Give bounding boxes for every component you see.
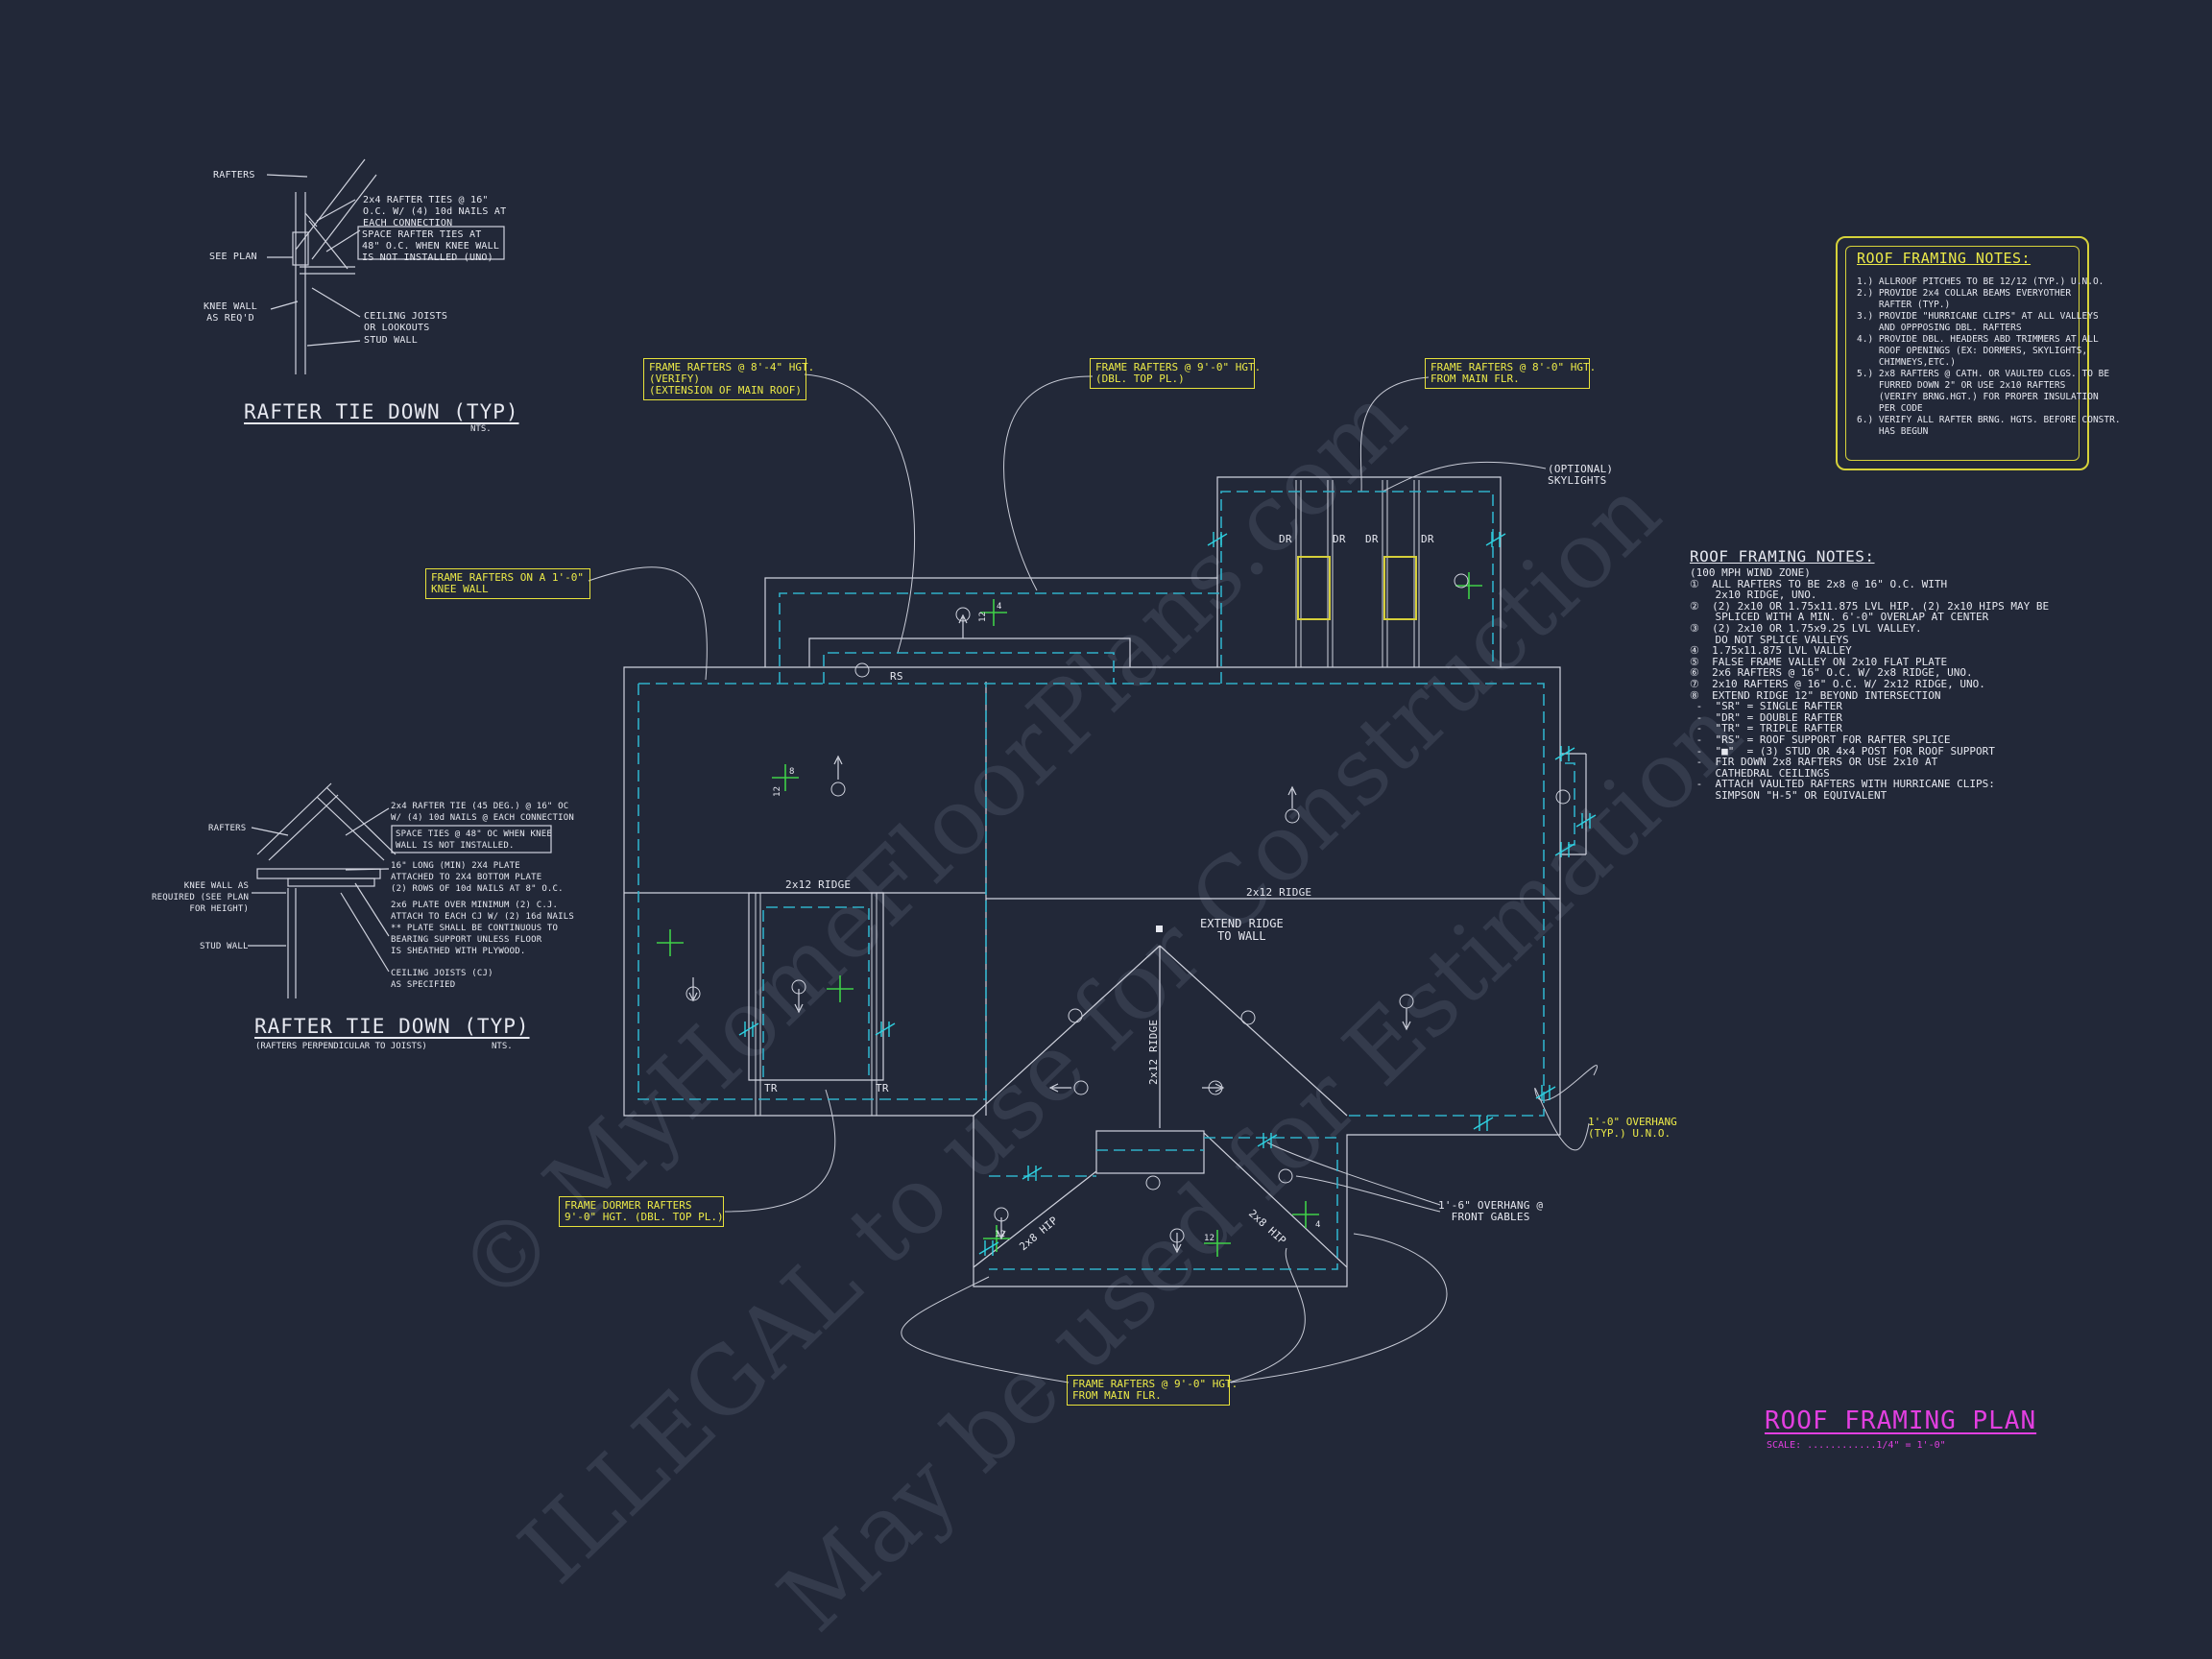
callout-main-floor-9ft: FRAME RAFTERS @ 9'-0" HGT. FROM MAIN FLR… [1067, 1375, 1238, 1406]
pitch-label: 4 [997, 602, 1002, 612]
detail-bottom-ceiling-label: CEILING JOISTS (CJ) AS SPECIFIED [391, 969, 493, 990]
detail-bottom-subtitle: (RAFTERS PERPENDICULAR TO JOISTS) [255, 1042, 427, 1051]
detail-bottom-title: RAFTER TIE DOWN (TYP) [254, 1015, 530, 1038]
detail-bottom-over-label: 2x6 PLATE OVER MINIMUM (2) C.J. ATTACH T… [391, 901, 575, 956]
front-gables-label: 1'-6" OVERHANG @ FRONT GABLES [1438, 1199, 1544, 1223]
plan-scale: SCALE: ............1/4" = 1'-0" [1767, 1440, 1946, 1451]
roof-support-label: RS [890, 670, 903, 683]
detail-top-title: RAFTER TIE DOWN (TYP) [244, 400, 519, 423]
roof-framing-notes-list-title: ROOF FRAMING NOTES: [1690, 547, 1875, 565]
ridge-label-main: 2x12 RIDGE [1246, 886, 1312, 899]
pitch-label: 4 [1315, 1220, 1321, 1230]
pitch-label: 8 [789, 767, 795, 777]
detail-bottom-tie-label: 2x4 RAFTER TIE (45 DEG.) @ 16" OC W/ (4)… [391, 802, 575, 823]
overhang-label: 1'-0" OVERHANG (TYP.) U.N.O. [1588, 1116, 1677, 1140]
detail-top-see-plan-label: SEE PLAN [209, 252, 257, 262]
support-post [1156, 926, 1163, 932]
roof-framing-notes-title: ROOF FRAMING NOTES: [1857, 250, 2032, 267]
rafter-lines [755, 480, 1420, 1116]
roof-framing-notes-list: ROOF FRAMING NOTES: (100 MPH WIND ZONE) … [1690, 547, 2049, 801]
callout-dormer-rafters: FRAME DORMER RAFTERS 9'-0" HGT. (DBL. TO… [559, 1196, 724, 1227]
reference-circles [685, 573, 1571, 1243]
detail-top-knee-wall-label: KNEE WALL AS REQ'D [204, 301, 257, 324]
detail-top-stud-label: STUD WALL [364, 335, 418, 346]
detail-bottom-nts: NTS. [492, 1042, 513, 1051]
ridge-label-vertical: 2x12 RIDGE [1147, 1019, 1160, 1085]
double-rafter-label: DR [1279, 533, 1292, 545]
double-rafter-label: DR [1333, 533, 1346, 545]
plan-outline [623, 476, 1587, 1287]
detail-bottom-stud-label: STUD WALL [200, 942, 249, 951]
extend-ridge-label: EXTEND RIDGE TO WALL [1200, 917, 1284, 943]
skylights-label: (OPTIONAL) SKYLIGHTS [1548, 463, 1614, 487]
double-rafter-label: DR [1365, 533, 1379, 545]
detail-top-nts: NTS. [470, 424, 492, 434]
callout-dbl-top-plate: FRAME RAFTERS @ 9'-0" HGT. (DBL. TOP PL.… [1090, 358, 1261, 389]
detail-bottom-rafters-label: RAFTERS [208, 824, 247, 833]
skylights [1297, 556, 1417, 620]
roof-framing-notes-body: 1.) ALLROOF PITCHES TO BE 12/12 (TYP.) U… [1857, 276, 2121, 437]
plan-title: ROOF FRAMING PLAN [1765, 1407, 2037, 1435]
ridge-label-left: 2x12 RIDGE [785, 878, 852, 891]
clip-markers [738, 532, 1597, 1256]
notes-box-inner-border [1845, 246, 2080, 461]
detail-top-space-label: SPACE RAFTER TIES AT 48" O.C. WHEN KNEE … [362, 229, 500, 263]
roof-framing-notes-list-body: (100 MPH WIND ZONE) ① ALL RAFTERS TO BE … [1690, 566, 2050, 802]
detail-bottom-plate-label: 16" LONG (MIN) 2X4 PLATE ATTACHED TO 2X4… [391, 861, 564, 894]
leader-lines [588, 373, 1598, 1383]
pitch-label: 12 [1204, 1234, 1215, 1243]
detail-top-ties-label: 2x4 RAFTER TIES @ 16" O.C. W/ (4) 10d NA… [363, 195, 507, 228]
triple-rafter-label: TR [764, 1082, 778, 1094]
pitch-label: 12 [773, 785, 782, 797]
double-rafter-label: DR [1421, 533, 1434, 545]
detail-bottom-knee-wall-label: KNEE WALL AS REQUIRED (SEE PLAN FOR HEIG… [152, 881, 250, 914]
detail-top-rafters-label: RAFTERS [213, 170, 255, 180]
roof-framing-notes-box: ROOF FRAMING NOTES: 1.) ALLROOF PITCHES … [1836, 236, 2121, 470]
callout-main-floor-8ft: FRAME RAFTERS @ 8'-0" HGT. FROM MAIN FLR… [1425, 358, 1596, 389]
detail-top-ceiling-label: CEILING JOISTS OR LOOKOUTS [364, 311, 448, 333]
callout-extension-main-roof: FRAME RAFTERS @ 8'-4" HGT. (VERIFY) (EXT… [643, 358, 814, 400]
pitch-label: 12 [995, 1230, 1006, 1239]
span-arrows [688, 613, 1411, 1254]
pitch-markers [657, 572, 1482, 1257]
detail-top-graphic [266, 158, 505, 374]
detail-bottom-graphic [248, 782, 552, 998]
callout-knee-wall: FRAME RAFTERS ON A 1'-0" KNEE WALL [425, 568, 590, 599]
triple-rafter-label: TR [876, 1082, 889, 1094]
detail-bottom-space-label: SPACE TIES @ 48" OC WHEN KNEE WALL IS NO… [396, 830, 552, 851]
pitch-label: 12 [978, 611, 988, 622]
